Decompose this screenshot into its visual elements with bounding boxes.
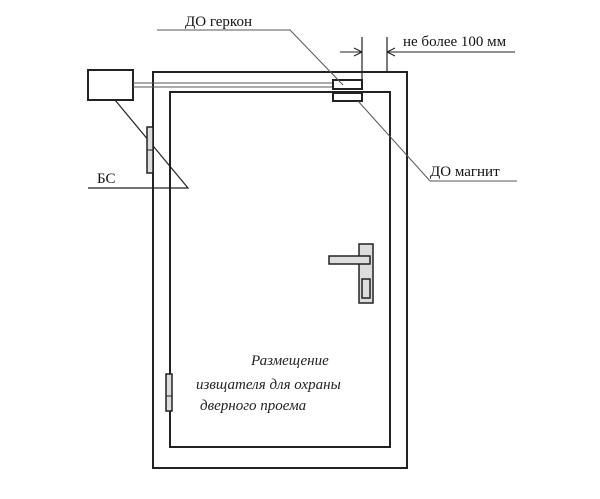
lower-hinge (165, 373, 173, 412)
magnet-label: ДО магнит (430, 164, 500, 180)
handle-lever (328, 255, 371, 265)
caption-line-2: извщателя для охраны (196, 377, 341, 393)
arrowhead-icon (353, 47, 363, 57)
reed-switch-leader (157, 29, 344, 86)
door-leaf (169, 91, 391, 448)
arrowhead-icon (386, 47, 396, 57)
reed-switch (332, 79, 363, 90)
control-unit-label: БС (97, 171, 116, 187)
magnet (332, 92, 363, 102)
caption-line-1: Размещение (250, 353, 329, 369)
reed-switch-label: ДО геркон (185, 14, 252, 30)
keyhole-slot (361, 278, 371, 299)
distance-label: не более 100 мм (403, 34, 507, 50)
door-frame (152, 71, 408, 469)
control-unit-leader (88, 99, 190, 189)
control-unit-box (87, 69, 134, 101)
caption-line-3: дверного проема (200, 398, 306, 414)
magnet-leader (357, 100, 517, 182)
